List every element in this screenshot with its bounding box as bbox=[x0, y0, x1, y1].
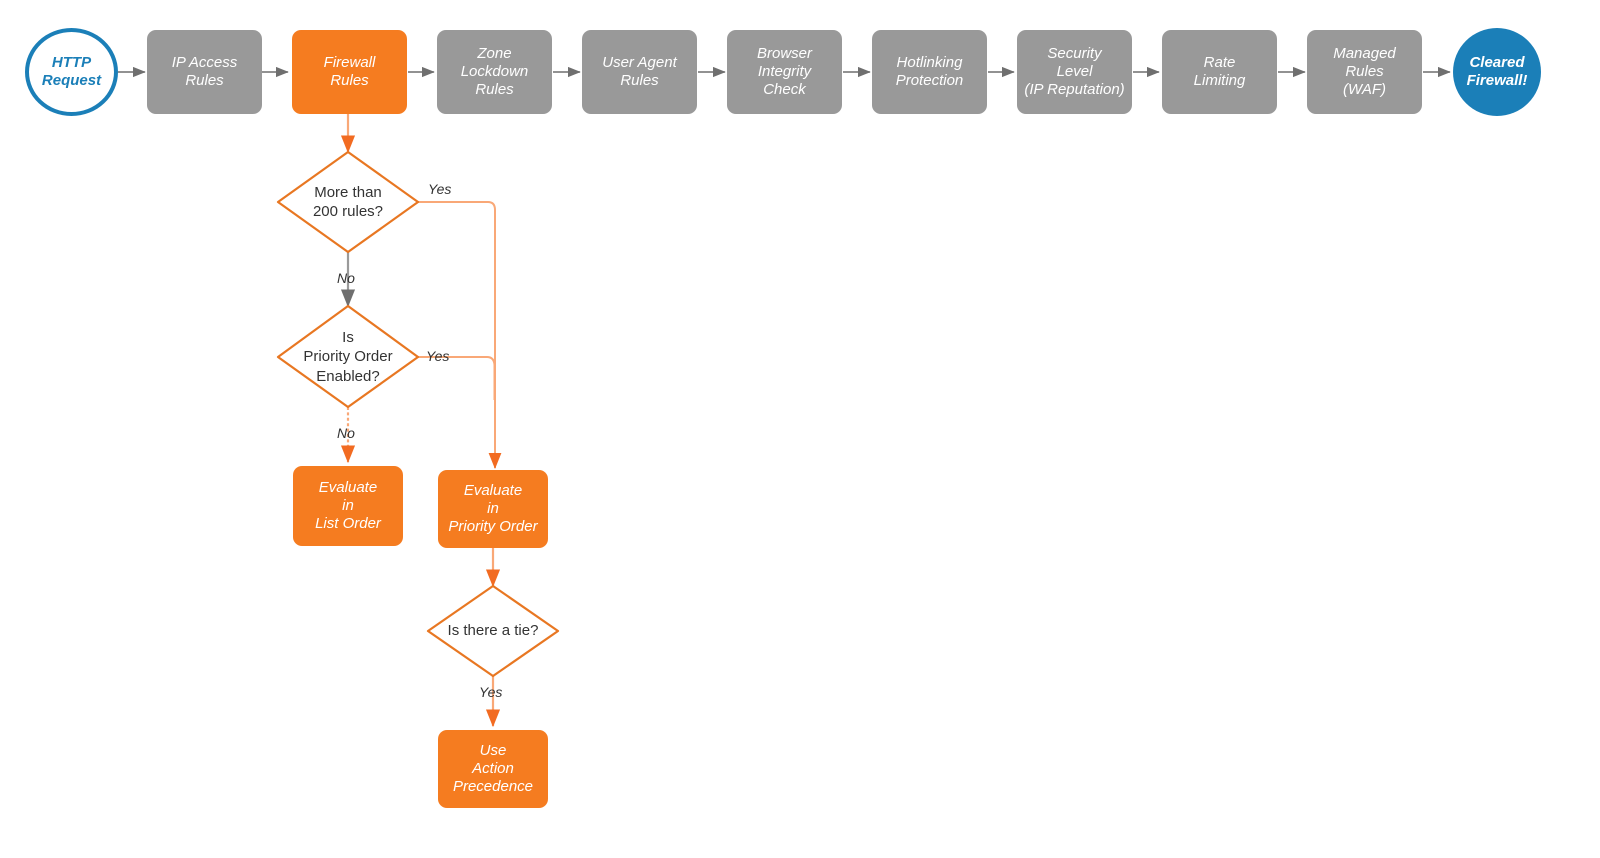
line: Priority Order bbox=[303, 348, 393, 366]
line: Zone bbox=[477, 44, 512, 62]
node-security-level-text: Security Level (IP Reputation) bbox=[1024, 45, 1124, 100]
line: Rules bbox=[185, 72, 224, 89]
line: Limiting bbox=[1193, 72, 1246, 89]
line: Use bbox=[479, 741, 507, 759]
line: HTTP bbox=[51, 53, 92, 71]
line: Rate bbox=[1203, 53, 1236, 71]
node-security-level[interactable]: Security Level (IP Reputation) bbox=[1017, 30, 1132, 114]
node-cleared-firewall[interactable]: Cleared Firewall! bbox=[1453, 28, 1541, 116]
node-browser-integrity-check-text: Browser Integrity Check bbox=[757, 45, 812, 100]
label-text: Is Priority Order Enabled? bbox=[303, 328, 392, 387]
line: in bbox=[487, 499, 499, 517]
node-evaluate-in-priority-order-text: Evaluate in Priority Order bbox=[448, 482, 537, 537]
node-managed-rules-waf[interactable]: Managed Rules (WAF) bbox=[1307, 30, 1422, 114]
line: Security bbox=[1047, 44, 1102, 62]
edge-label-yes-more-than-200: Yes bbox=[428, 181, 452, 197]
node-user-agent-rules-text: User Agent Rules bbox=[602, 54, 676, 91]
line: Cleared bbox=[1469, 53, 1525, 71]
node-evaluate-in-priority-order[interactable]: Evaluate in Priority Order bbox=[438, 470, 548, 548]
line: Request bbox=[41, 72, 102, 89]
node-firewall-rules[interactable]: Firewall Rules bbox=[292, 30, 407, 114]
label-text: More than 200 rules? bbox=[313, 183, 383, 222]
node-cleared-firewall-text: Cleared Firewall! bbox=[1467, 54, 1528, 91]
node-rate-limiting[interactable]: Rate Limiting bbox=[1162, 30, 1277, 114]
node-browser-integrity-check[interactable]: Browser Integrity Check bbox=[727, 30, 842, 114]
node-zone-lockdown-rules[interactable]: Zone Lockdown Rules bbox=[437, 30, 552, 114]
edge-d1-yes bbox=[418, 201, 502, 469]
line: List Order bbox=[315, 515, 381, 533]
label-text: Is there a tie? bbox=[448, 621, 539, 641]
line: Hotlinking bbox=[896, 53, 963, 71]
line: in bbox=[342, 496, 354, 514]
node-http-request[interactable]: HTTP Request bbox=[25, 28, 118, 116]
line: Integrity bbox=[757, 62, 812, 80]
line: 200 rules? bbox=[312, 203, 384, 220]
node-rate-limiting-text: Rate Limiting bbox=[1194, 54, 1246, 91]
node-evaluate-in-list-order[interactable]: Evaluate in List Order bbox=[293, 466, 403, 546]
line: Rules bbox=[330, 72, 369, 89]
line: Protection bbox=[895, 72, 964, 89]
line: Evaluate bbox=[463, 481, 523, 499]
label-is-priority-order-enabled: Is Priority Order Enabled? bbox=[273, 322, 423, 392]
line: Rules bbox=[1345, 62, 1384, 80]
node-ip-access-rules-text: IP Access Rules bbox=[172, 54, 238, 91]
line: Level bbox=[1056, 62, 1093, 80]
line: Firewall! bbox=[1466, 72, 1528, 89]
line: (WAF) bbox=[1342, 81, 1387, 99]
line: (IP Reputation) bbox=[1024, 81, 1125, 99]
line: IP Access bbox=[171, 53, 238, 71]
line: Firewall bbox=[323, 53, 376, 71]
node-hotlinking-protection-text: Hotlinking Protection bbox=[896, 54, 964, 91]
line: Managed bbox=[1333, 44, 1396, 62]
node-ip-access-rules[interactable]: IP Access Rules bbox=[147, 30, 262, 114]
line: Priority Order bbox=[448, 518, 538, 536]
node-managed-rules-waf-text: Managed Rules (WAF) bbox=[1333, 45, 1396, 100]
line: Lockdown bbox=[460, 62, 529, 80]
line: Evaluate bbox=[318, 478, 378, 496]
node-use-action-precedence[interactable]: Use Action Precedence bbox=[438, 730, 548, 808]
line: Precedence bbox=[452, 778, 534, 796]
label-is-there-a-tie: Is there a tie? bbox=[423, 614, 563, 648]
line: More than bbox=[314, 183, 382, 201]
line: Rules bbox=[620, 72, 659, 89]
node-hotlinking-protection[interactable]: Hotlinking Protection bbox=[872, 30, 987, 114]
line: Check bbox=[763, 81, 806, 99]
label-more-than-200-rules: More than 200 rules? bbox=[278, 175, 418, 229]
line: Is there a tie? bbox=[447, 622, 539, 640]
edge-label-yes-priority-order: Yes bbox=[426, 348, 450, 364]
node-zone-lockdown-rules-text: Zone Lockdown Rules bbox=[461, 45, 529, 100]
edge-label-yes-is-there-a-tie: Yes bbox=[479, 684, 503, 700]
node-firewall-rules-text: Firewall Rules bbox=[324, 54, 376, 91]
line: Is bbox=[342, 328, 354, 346]
node-use-action-precedence-text: Use Action Precedence bbox=[453, 742, 533, 797]
line: Action bbox=[472, 759, 514, 777]
edge-label-no-more-than-200: No bbox=[337, 270, 355, 286]
line: Browser bbox=[756, 44, 812, 62]
edge-label-no-priority-order: No bbox=[337, 425, 355, 441]
node-http-request-text: HTTP Request bbox=[42, 54, 101, 91]
line: User Agent bbox=[602, 53, 677, 71]
node-evaluate-in-list-order-text: Evaluate in List Order bbox=[315, 479, 381, 534]
line: Enabled? bbox=[316, 367, 380, 385]
node-user-agent-rules[interactable]: User Agent Rules bbox=[582, 30, 697, 114]
line: Rules bbox=[475, 81, 514, 99]
